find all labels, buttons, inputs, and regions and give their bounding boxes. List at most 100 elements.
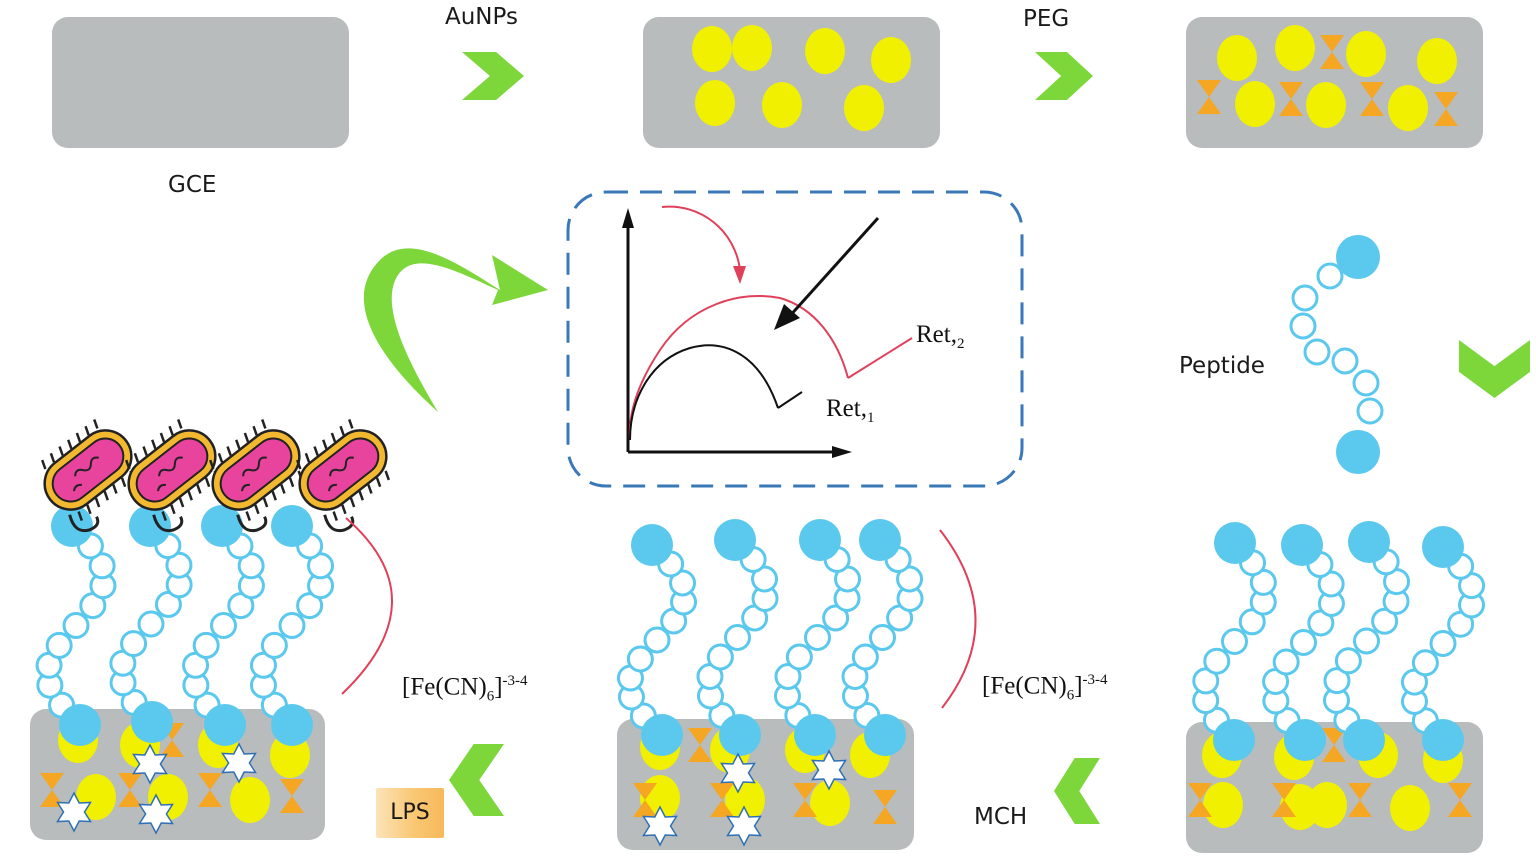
mch-star: [132, 743, 168, 785]
pilus: [339, 425, 345, 436]
pilus: [49, 452, 56, 463]
pilus: [349, 497, 356, 508]
peg-molecule: [1197, 80, 1221, 114]
peg-molecule: [1279, 82, 1303, 116]
mch-star: [56, 791, 92, 833]
arrow-right-icon: [1035, 52, 1093, 100]
mch-star: [642, 805, 678, 847]
pilus: [120, 477, 127, 488]
nucleoid: [329, 456, 354, 477]
pilus: [177, 419, 183, 429]
peptide-residue: [1303, 338, 1331, 366]
bracket-line: [341, 517, 393, 695]
eis-inset-frame: [566, 190, 1024, 488]
peptide-residue: [260, 631, 288, 659]
peg-molecule: [198, 773, 222, 807]
aunp-particle: [1217, 35, 1257, 81]
pilus: [93, 419, 99, 429]
lps-badge: LPS: [376, 788, 444, 838]
redox-probe-sup: -3-4: [502, 673, 528, 689]
bacteria-icon: [41, 419, 135, 533]
peptide-residue: [1323, 667, 1351, 695]
peptide-residue: [896, 565, 924, 593]
aunp-particle: [692, 26, 732, 72]
pilus: [159, 432, 166, 443]
peptide-residue: [278, 612, 306, 639]
peptide-residue: [751, 565, 779, 593]
mch-star: [138, 793, 174, 835]
aunp-particle: [844, 85, 884, 131]
arrow-left-icon: [1054, 758, 1100, 824]
redox-probe-base: [Fe(CN): [402, 673, 487, 701]
nucleoid: [74, 456, 99, 477]
red-arrow-line: [661, 205, 741, 271]
flagellum: [152, 514, 184, 533]
pilus: [261, 419, 267, 429]
peg-molecule: [710, 783, 734, 817]
aunp-particle: [1235, 81, 1275, 127]
peptide-end-bead: [794, 714, 836, 756]
ret1-sub: 1: [866, 410, 875, 426]
peptide-end-bead: [271, 505, 313, 547]
nyquist-curve-ret2: [628, 294, 849, 441]
ret2-text: Ret,: [916, 321, 957, 348]
peptide-end-bead: [271, 704, 313, 746]
peptide-end-bead: [859, 519, 901, 561]
peg-molecule: [1272, 783, 1296, 817]
pilus: [384, 470, 390, 481]
pilus: [226, 446, 232, 456]
peg-molecule: [873, 790, 897, 824]
pilus: [262, 497, 269, 508]
pilus: [67, 439, 73, 450]
ret1-text: Ret,: [826, 395, 867, 422]
pilus: [161, 511, 167, 521]
peptide-end-bead: [1348, 521, 1390, 563]
peptide-end-bead: [631, 524, 673, 566]
red-arrowhead: [733, 266, 746, 284]
bracket-line: [939, 529, 977, 709]
peg-molecule: [1360, 82, 1384, 116]
peptide-end-bead: [1214, 522, 1256, 564]
pilus: [112, 484, 118, 494]
curved-arrow-icon: [363, 248, 548, 412]
peptide-residue: [1291, 284, 1319, 312]
flagellum: [323, 514, 355, 533]
peptide-label: Peptide: [1179, 353, 1265, 379]
peptide-residue: [1334, 647, 1362, 675]
peptide-end-bead: [131, 701, 173, 743]
aunp-particle: [1275, 25, 1315, 71]
peptide-residue: [851, 643, 879, 671]
peptide-residue: [1331, 347, 1359, 375]
pilus: [313, 446, 319, 456]
pilus: [271, 490, 277, 501]
flagellum: [236, 514, 268, 533]
pilus: [125, 459, 131, 470]
nyquist-tail-ret1: [777, 391, 803, 409]
pilus: [196, 484, 202, 494]
nucleoid: [241, 483, 251, 492]
peptide-end-bead: [1336, 430, 1380, 474]
peptide-residue: [1353, 627, 1380, 655]
peptide-end-bead: [51, 505, 93, 547]
redox-probe-sup: -3-4: [1082, 672, 1108, 688]
peptide-end-bead: [1343, 719, 1385, 761]
redox-probe-sub: 6: [1066, 687, 1075, 704]
aunp-particle: [230, 777, 270, 823]
pilus: [142, 446, 148, 456]
pilus: [332, 511, 338, 521]
aunp-particle: [732, 25, 772, 71]
peptide-residue: [669, 569, 697, 597]
peptide-residue: [1429, 630, 1457, 657]
pilus: [243, 432, 250, 443]
electrode-aunp: [643, 17, 940, 148]
nucleoid: [242, 456, 267, 477]
nucleoid: [73, 483, 83, 492]
nyquist-tail-ret2: [847, 337, 913, 379]
pilus: [254, 504, 260, 515]
peptide-end-bead: [129, 505, 171, 547]
peptide-residue: [643, 626, 671, 654]
peptide-residue: [785, 643, 813, 671]
pilus: [178, 497, 185, 508]
pilus: [168, 425, 174, 436]
peptide-end-bead: [641, 714, 683, 756]
